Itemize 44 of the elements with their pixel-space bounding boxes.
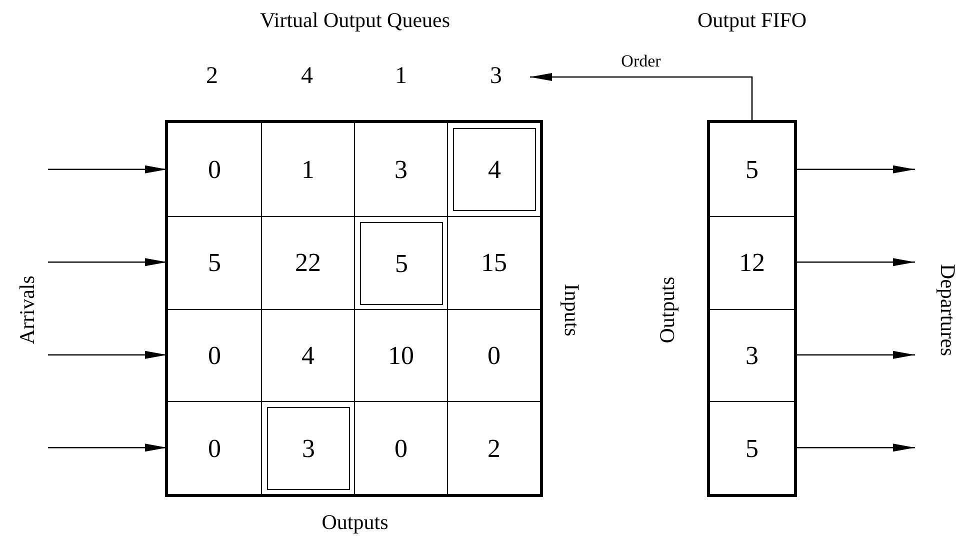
grid-cell: 15 (447, 216, 540, 308)
grid-cell: 5 (168, 216, 261, 308)
column-order-number: 1 (395, 62, 407, 91)
axis-label: Output FIFO (697, 6, 807, 34)
arrow (797, 258, 915, 266)
arrow (48, 258, 167, 266)
axis-label: Departures (935, 264, 962, 356)
arrow (797, 444, 915, 452)
grid-cell: 22 (261, 216, 354, 308)
axis-label: Outputs (322, 508, 388, 536)
selected-queue-box: 3 (267, 407, 350, 490)
grid-cell: 3 (354, 123, 447, 216)
axis-label: Virtual Output Queues (260, 6, 450, 34)
grid-cell (261, 401, 354, 494)
selected-queue-box: 5 (360, 222, 443, 304)
grid-cell: 0 (168, 401, 261, 494)
grid-cell: 10 (354, 308, 447, 402)
grid-cell: 0 (447, 308, 540, 402)
fifo-column (707, 120, 797, 497)
selected-queue-box: 4 (453, 128, 536, 211)
grid-cell: 5 (710, 123, 794, 216)
arrow (797, 350, 915, 359)
grid-cell: 0 (354, 401, 447, 494)
grid-cell (354, 216, 447, 308)
axis-label: Outputs (654, 276, 680, 344)
column-order-number: 3 (490, 62, 502, 91)
grid-cell: 12 (710, 216, 794, 308)
column-order-number: 4 (301, 62, 313, 91)
arrow (530, 73, 753, 120)
grid-cell: 1 (261, 123, 354, 216)
axis-label: Inputs (559, 284, 586, 336)
grid-cell: 3 (710, 308, 794, 402)
arrow (48, 165, 167, 174)
grid-cell: 0 (168, 308, 261, 402)
grid-cell: 0 (168, 123, 261, 216)
queue-matrix (165, 120, 543, 497)
column-order-number: 2 (206, 62, 218, 91)
axis-label: Arrivals (14, 276, 40, 344)
arrow (48, 444, 167, 452)
grid-cell: 5 (710, 401, 794, 494)
grid-cell: 2 (447, 401, 540, 494)
arrow (797, 165, 915, 174)
arrow (48, 350, 167, 359)
grid-cell: 4 (261, 308, 354, 402)
